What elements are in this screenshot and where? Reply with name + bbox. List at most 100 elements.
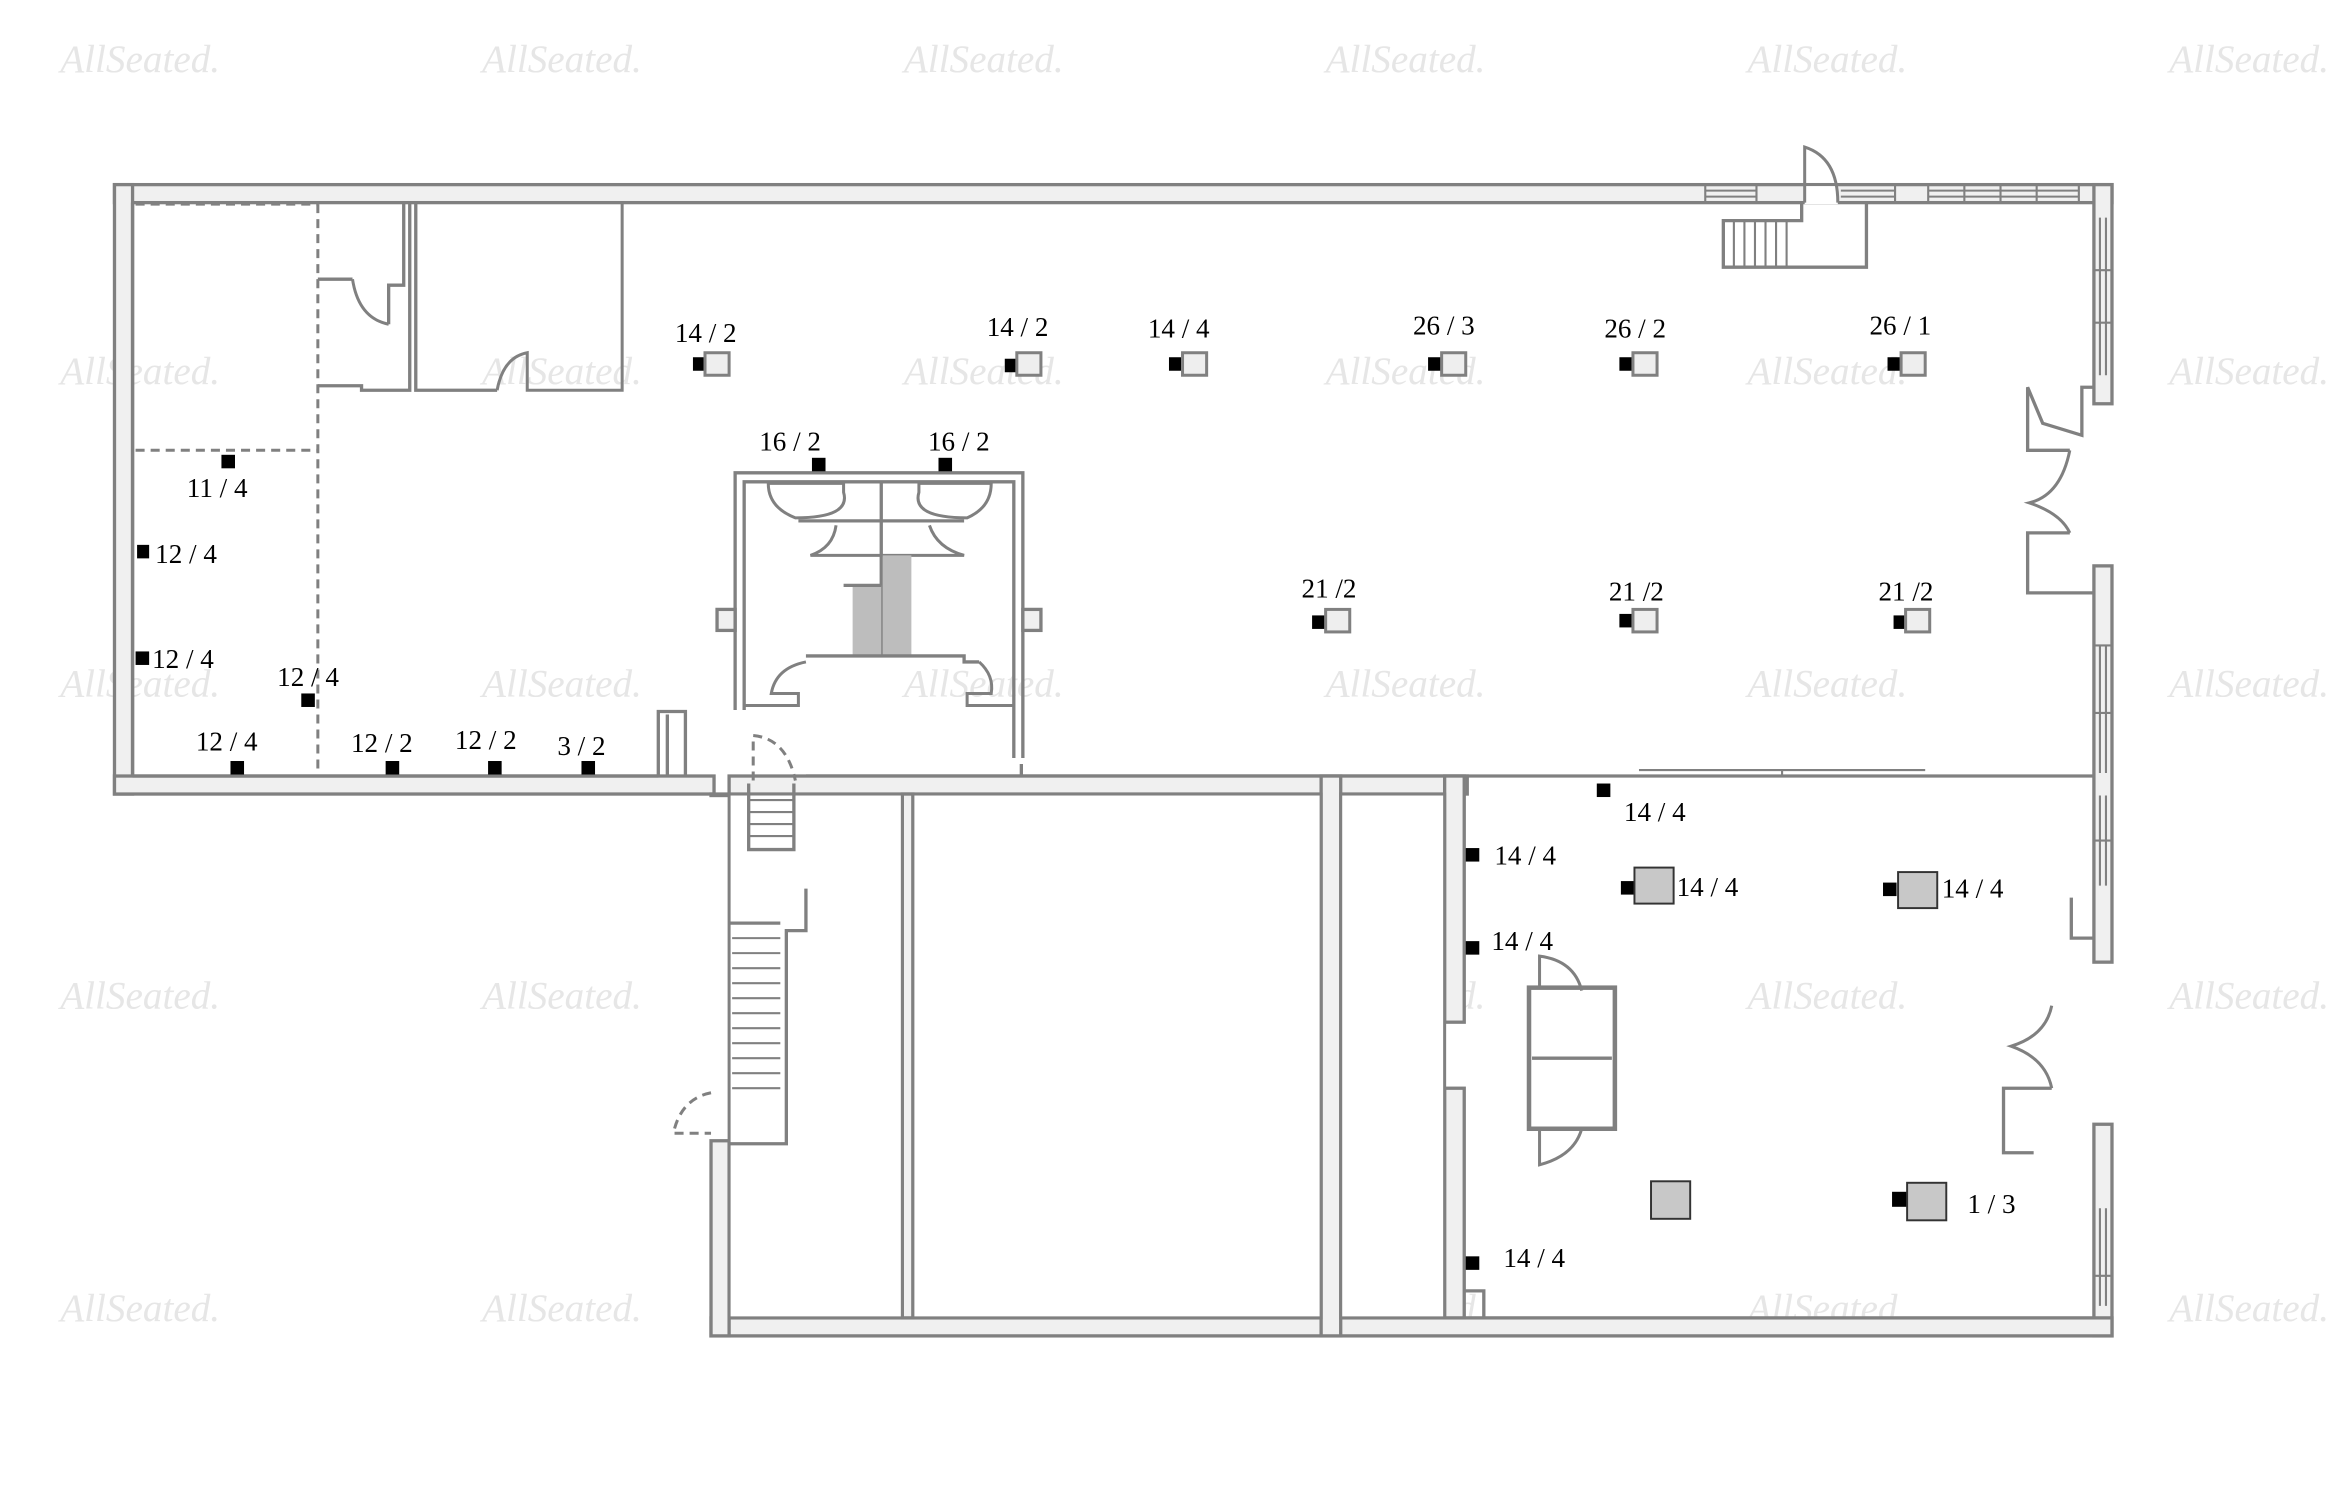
point-marker[interactable]: 12 / 2 bbox=[455, 725, 517, 775]
table-marker[interactable]: 21 /2 bbox=[1609, 576, 1664, 634]
stairwell bbox=[671, 733, 904, 1320]
svg-text:14 / 2: 14 / 2 bbox=[675, 318, 737, 348]
svg-text:14 / 4: 14 / 4 bbox=[1503, 1243, 1565, 1273]
point-marker[interactable]: 14 / 4 bbox=[1596, 783, 1686, 828]
point-marker[interactable]: 12 / 2 bbox=[351, 728, 413, 775]
table-marker[interactable]: 26 / 1 bbox=[1869, 311, 1931, 377]
point-marker[interactable]: 12 / 4 bbox=[196, 727, 258, 775]
watermark: AllSeated. bbox=[1744, 663, 1907, 706]
svg-text:AllSeated.: AllSeated. bbox=[479, 975, 642, 1018]
watermark: AllSeated. bbox=[57, 663, 220, 706]
table-marker[interactable]: 21 /2 bbox=[1878, 576, 1933, 634]
svg-text:12 / 4: 12 / 4 bbox=[152, 644, 214, 674]
wall-notch bbox=[1464, 1289, 1486, 1318]
svg-text:AllSeated.: AllSeated. bbox=[1323, 38, 1486, 81]
windows-right bbox=[2093, 217, 2112, 1306]
right-room-pod bbox=[1526, 954, 1618, 1167]
table-marker-large[interactable] bbox=[1650, 1180, 1692, 1220]
watermark: AllSeated. bbox=[901, 38, 1064, 81]
point-marker[interactable]: 14 / 4 bbox=[1465, 926, 1554, 956]
watermark: AllSeated. bbox=[2166, 975, 2329, 1018]
table-marker-large[interactable]: 14 / 4 bbox=[1883, 871, 2004, 910]
svg-text:AllSeated.: AllSeated. bbox=[1744, 350, 1907, 393]
point-marker[interactable]: 12 / 4 bbox=[137, 539, 217, 569]
point-marker[interactable]: 3 / 2 bbox=[557, 731, 606, 775]
point-marker[interactable]: 12 / 4 bbox=[277, 662, 339, 707]
svg-text:12 / 4: 12 / 4 bbox=[155, 539, 217, 569]
watermark: AllSeated. bbox=[1744, 350, 1907, 393]
watermark: AllSeated. bbox=[901, 663, 1064, 706]
svg-text:AllSeated.: AllSeated. bbox=[1744, 38, 1907, 81]
table-marker[interactable]: 26 / 2 bbox=[1604, 314, 1666, 377]
watermark: AllSeated. bbox=[1323, 38, 1486, 81]
svg-text:AllSeated.: AllSeated. bbox=[479, 38, 642, 81]
top-stairs bbox=[1732, 220, 1788, 268]
svg-text:12 / 4: 12 / 4 bbox=[196, 727, 258, 757]
watermark: AllSeated. bbox=[479, 663, 642, 706]
svg-text:14 / 4: 14 / 4 bbox=[1491, 926, 1553, 956]
svg-text:AllSeated.: AllSeated. bbox=[57, 663, 220, 706]
svg-text:AllSeated.: AllSeated. bbox=[2166, 350, 2329, 393]
svg-text:26 / 1: 26 / 1 bbox=[1869, 311, 1931, 341]
svg-text:AllSeated.: AllSeated. bbox=[57, 1287, 220, 1330]
svg-text:16 / 2: 16 / 2 bbox=[928, 426, 990, 456]
svg-text:26 / 3: 26 / 3 bbox=[1413, 311, 1475, 341]
point-marker[interactable]: 14 / 4 bbox=[1465, 1243, 1566, 1273]
svg-text:AllSeated.: AllSeated. bbox=[2166, 663, 2329, 706]
svg-text:14 / 2: 14 / 2 bbox=[987, 312, 1049, 342]
watermark: AllSeated. bbox=[2166, 350, 2329, 393]
svg-text:AllSeated.: AllSeated. bbox=[57, 975, 220, 1018]
windows-top bbox=[1704, 184, 2080, 203]
svg-text:AllSeated.: AllSeated. bbox=[1323, 663, 1486, 706]
right-double-door-lower bbox=[2001, 897, 2094, 1155]
svg-text:14 / 4: 14 / 4 bbox=[1148, 314, 1210, 344]
svg-text:AllSeated.: AllSeated. bbox=[2166, 1287, 2329, 1330]
watermark: AllSeated. bbox=[1323, 663, 1486, 706]
svg-text:AllSeated.: AllSeated. bbox=[1744, 975, 1907, 1018]
svg-text:AllSeated.: AllSeated. bbox=[901, 38, 1064, 81]
svg-text:14 / 4: 14 / 4 bbox=[1494, 841, 1556, 871]
svg-text:AllSeated.: AllSeated. bbox=[901, 663, 1064, 706]
right-double-door-upper bbox=[2023, 385, 2094, 595]
table-marker[interactable]: 14 / 4 bbox=[1148, 314, 1210, 377]
svg-text:21 /2: 21 /2 bbox=[1878, 576, 1933, 606]
table-marker[interactable]: 14 / 2 bbox=[987, 312, 1049, 377]
main-stairs bbox=[732, 937, 781, 1090]
svg-text:AllSeated.: AllSeated. bbox=[479, 350, 642, 393]
table-marker[interactable]: 21 /2 bbox=[1302, 573, 1357, 634]
table-marker[interactable]: 14 / 2 bbox=[675, 318, 737, 377]
svg-text:AllSeated.: AllSeated. bbox=[1744, 663, 1907, 706]
table-marker-large[interactable]: 1 / 3 bbox=[1892, 1181, 2016, 1222]
table-marker[interactable]: 26 / 3 bbox=[1413, 311, 1475, 377]
point-marker[interactable]: 16 / 2 bbox=[759, 426, 826, 472]
point-marker[interactable]: 16 / 2 bbox=[928, 426, 990, 472]
svg-text:11 / 4: 11 / 4 bbox=[187, 473, 248, 503]
svg-text:AllSeated.: AllSeated. bbox=[479, 663, 642, 706]
watermark: AllSeated. bbox=[57, 1287, 220, 1330]
watermark: AllSeated. bbox=[2166, 1287, 2329, 1330]
table-marker-large[interactable]: 14 / 4 bbox=[1620, 866, 1739, 905]
svg-text:26 / 2: 26 / 2 bbox=[1604, 314, 1666, 344]
svg-text:AllSeated.: AllSeated. bbox=[57, 38, 220, 81]
watermark: AllSeated. bbox=[57, 38, 220, 81]
watermark: AllSeated. bbox=[57, 975, 220, 1018]
point-marker[interactable]: 14 / 4 bbox=[1465, 841, 1557, 871]
svg-text:3 / 2: 3 / 2 bbox=[557, 731, 605, 761]
restroom-core bbox=[715, 471, 1043, 759]
svg-text:14 / 4: 14 / 4 bbox=[1677, 872, 1739, 902]
svg-text:14 / 4: 14 / 4 bbox=[1942, 874, 2004, 904]
svg-text:12 / 4: 12 / 4 bbox=[277, 662, 339, 692]
svg-text:12 / 2: 12 / 2 bbox=[351, 728, 413, 758]
svg-text:AllSeated.: AllSeated. bbox=[2166, 38, 2329, 81]
svg-text:16 / 2: 16 / 2 bbox=[759, 426, 821, 456]
svg-text:12 / 2: 12 / 2 bbox=[455, 725, 517, 755]
watermark: AllSeated. bbox=[479, 38, 642, 81]
watermark: AllSeated. bbox=[1744, 38, 1907, 81]
upper-left-rooms bbox=[130, 202, 624, 777]
svg-text:21 /2: 21 /2 bbox=[1302, 573, 1357, 603]
point-marker[interactable]: 11 / 4 bbox=[187, 454, 248, 503]
point-marker[interactable]: 12 / 4 bbox=[135, 644, 215, 674]
svg-text:21 /2: 21 /2 bbox=[1609, 576, 1664, 606]
svg-text:AllSeated.: AllSeated. bbox=[2166, 975, 2329, 1018]
